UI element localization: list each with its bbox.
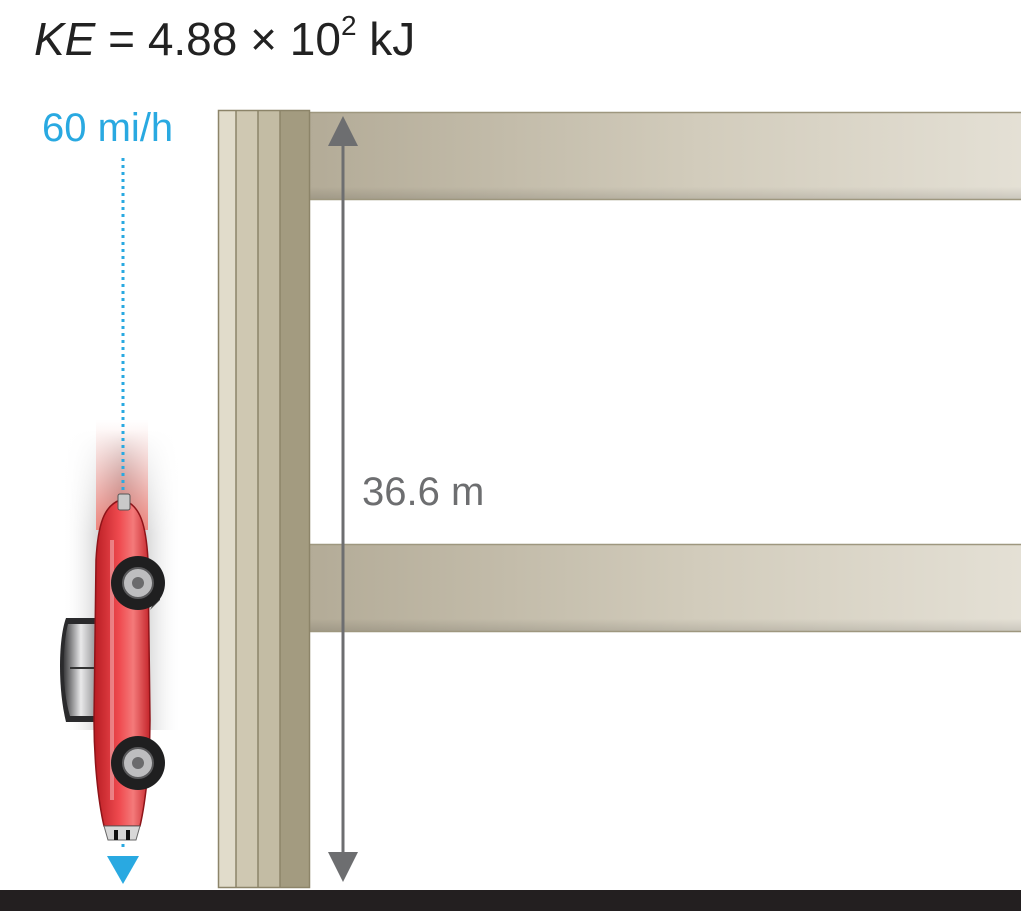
building-column: [217, 109, 311, 889]
ke-exponent: 2: [340, 10, 357, 41]
ke-mantissa: 4.88: [147, 13, 238, 65]
rear-wheel: [111, 736, 165, 790]
ke-equals: =: [95, 13, 148, 65]
upper-floor-slab: [308, 111, 1021, 201]
height-dimension-arrow: [328, 116, 358, 882]
front-wheel: [111, 556, 165, 610]
ke-times-ten: × 10: [237, 13, 341, 65]
speed-label: 60 mi/h: [42, 106, 174, 150]
height-label: 36.6 m: [362, 470, 485, 514]
ke-symbol: KE: [34, 13, 96, 65]
ground-line: [0, 890, 1021, 911]
lower-floor-slab: [308, 543, 1021, 633]
falling-car-icon: [60, 493, 165, 841]
kinetic-energy-label: KE = 4.88 × 102 kJ: [34, 12, 416, 65]
ke-unit: kJ: [356, 13, 416, 65]
downward-arrow-icon: [107, 856, 139, 884]
